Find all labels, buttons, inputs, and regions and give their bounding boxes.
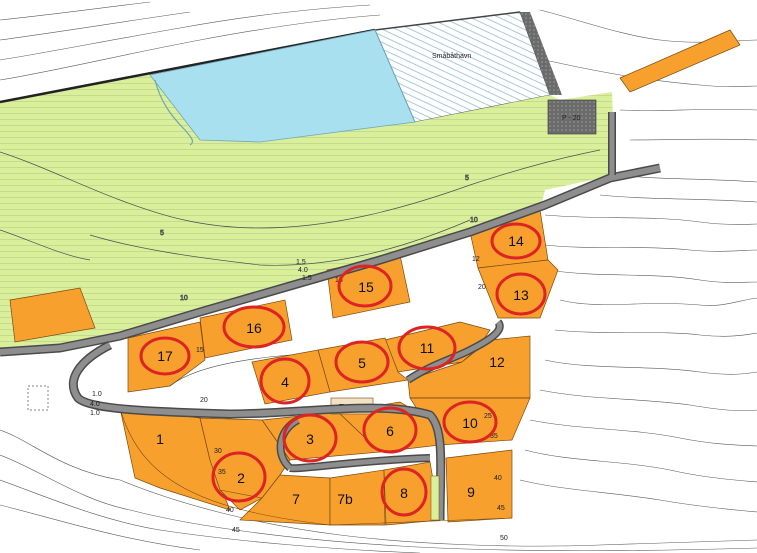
plot-label-12[interactable]: 12 xyxy=(489,354,505,370)
contour-label-50: 50 xyxy=(500,535,508,542)
plot-label-6[interactable]: 6 xyxy=(386,423,394,439)
plot-label-17[interactable]: 17 xyxy=(157,348,173,364)
contour-label-45b: 45 xyxy=(497,505,505,512)
road-label-3: 1.5 xyxy=(302,275,312,282)
plot-label-7[interactable]: 7 xyxy=(292,491,300,507)
road-left-label-1: 1.0 xyxy=(92,391,102,398)
contour-label-40b: 40 xyxy=(494,475,502,482)
circle-plot-10 xyxy=(442,400,498,444)
circle-plot-17 xyxy=(139,336,191,376)
road-left-label-3: 1.0 xyxy=(90,410,100,417)
contour-label-15a: 15 xyxy=(196,347,204,354)
contour-label-45a: 45 xyxy=(232,527,240,534)
road-label-2: 4.0 xyxy=(298,267,308,274)
plot-label-13[interactable]: 13 xyxy=(513,287,529,303)
top-right-building-area xyxy=(619,29,741,93)
circle-plot-15 xyxy=(337,264,393,308)
plot-label-11[interactable]: 11 xyxy=(420,340,435,356)
road-labels: 1.5 4.0 1.5 1.0 4.0 1.0 xyxy=(90,259,312,417)
plot-4-area[interactable] xyxy=(251,349,331,405)
plot-label-14[interactable]: 14 xyxy=(508,233,524,249)
plot-7b-area[interactable] xyxy=(329,469,386,526)
plot-label-7b[interactable]: 7b xyxy=(337,491,353,507)
contour-label-12: 12 xyxy=(472,256,480,263)
contour-label-25: 25 xyxy=(484,413,492,420)
circle-plot-11 xyxy=(397,325,457,371)
plot-label-16[interactable]: 16 xyxy=(246,320,262,336)
circle-plot-6 xyxy=(362,406,418,454)
plot-label-3[interactable]: 3 xyxy=(306,431,314,447)
circle-plot-16 xyxy=(222,305,286,349)
plot-label-9[interactable]: 9 xyxy=(467,484,475,500)
existing-building-outline xyxy=(27,385,49,411)
green-contours: 5 5 10 10 xyxy=(0,149,601,302)
contour-label-35a: 35 xyxy=(218,469,226,476)
contour-label-30: 30 xyxy=(214,448,222,455)
contour-label-40a: 40 xyxy=(226,507,234,514)
harbour-label: Småbåthavn xyxy=(432,52,471,60)
contour-label-10a: 10 xyxy=(180,295,188,302)
road-label-1: 1.5 xyxy=(296,259,306,266)
plot-13-area[interactable] xyxy=(477,259,559,319)
circle-plot-5 xyxy=(334,340,390,384)
road-network: P - 20 xyxy=(0,99,661,521)
circle-plot-2 xyxy=(211,451,267,503)
plot-label-5[interactable]: 5 xyxy=(358,355,366,371)
plots-layer xyxy=(9,29,741,526)
plot-label-8[interactable]: 8 xyxy=(400,485,408,501)
circle-plot-14 xyxy=(490,222,542,260)
water-area xyxy=(149,29,416,146)
plot-label-15[interactable]: 15 xyxy=(358,279,374,295)
plot-labels: 14 13 15 16 17 11 5 4 12 10 6 3 1 xyxy=(139,222,547,517)
green-area xyxy=(0,11,615,352)
contour-label-20a: 20 xyxy=(200,397,208,404)
circle-plot-13 xyxy=(495,272,547,316)
plot-label-4[interactable]: 4 xyxy=(281,374,289,390)
circle-plot-4 xyxy=(259,357,311,405)
contour-label-10b: 10 xyxy=(470,217,478,224)
circle-plot-8 xyxy=(380,467,428,517)
contour-label-35b: 35 xyxy=(490,433,498,440)
contour-label-20b: 20 xyxy=(478,284,486,291)
contour-label-5b: 5 xyxy=(465,175,469,182)
road-left-label-2: 4.0 xyxy=(90,401,100,408)
plot-17-area[interactable] xyxy=(127,321,206,393)
plot-label-1[interactable]: 1 xyxy=(156,431,164,447)
circle-plot-3 xyxy=(282,413,338,463)
plot-label-2[interactable]: 2 xyxy=(237,470,245,486)
contour-label-5a: 5 xyxy=(160,230,164,237)
plot-label-10[interactable]: 10 xyxy=(462,415,478,431)
plot-left-area[interactable] xyxy=(9,287,96,343)
parking-label: P - 20 xyxy=(562,115,581,122)
